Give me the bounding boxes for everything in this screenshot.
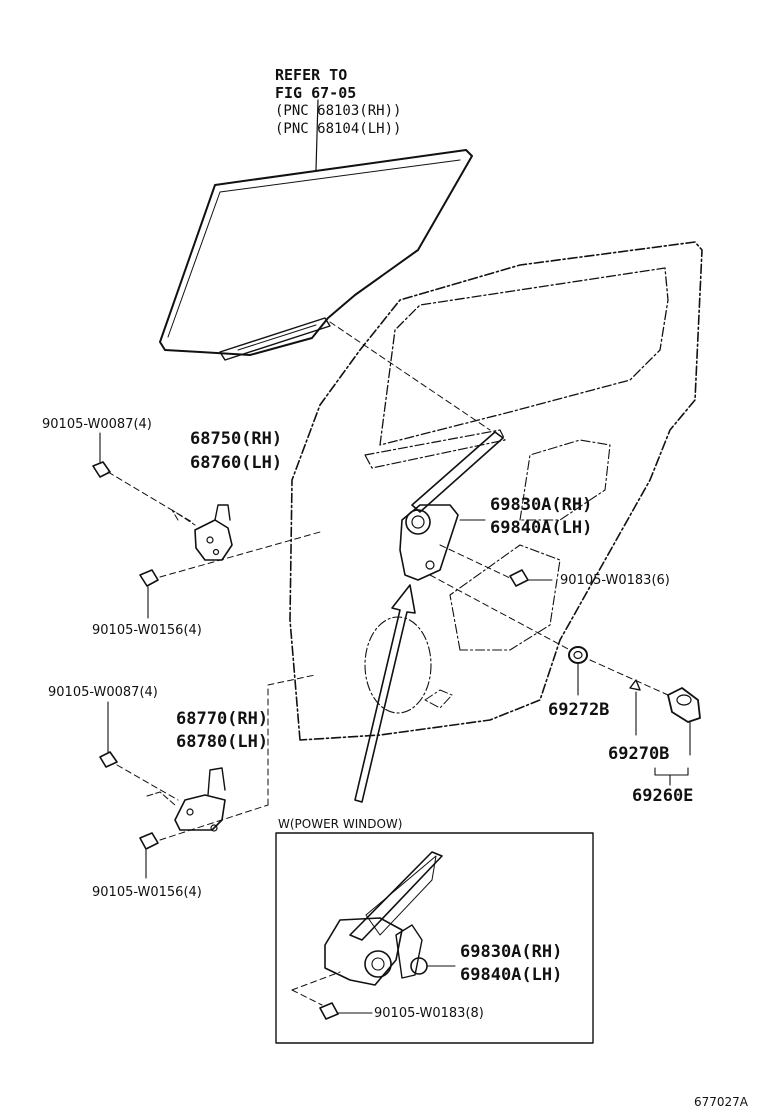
door-panel [289,241,703,741]
upper-hinge-lh-label: 68760(LH) [190,453,283,473]
upper-hinge-rh-label: 68750(RH) [190,429,283,449]
refer-line-3: (PNC 68103(RH)) [275,103,402,119]
door-glass [159,99,473,361]
leader-lines [329,321,669,696]
handle-parts [509,569,701,786]
power-window-lh-label: 69840A(LH) [460,965,563,985]
refer-line-1: REFER TO [275,66,348,84]
refer-line-2: FIG 67-05 [275,84,357,102]
power-window-title: W(POWER WINDOW) [278,817,403,831]
regulator-bolt-label: 90105-W0183(6) [560,573,670,588]
refer-line-4: (PNC 68104(LH)) [275,121,402,137]
window-regulator [354,431,504,803]
handle-cap-label: 69270B [608,744,670,764]
regulator-lh-label: 69840A(LH) [490,518,593,538]
lower-hinge-rh-label: 68770(RH) [176,709,269,729]
lower-hinge [146,767,226,832]
figure-code: 677027A [694,1095,749,1109]
upper-hinge-bottom-bolt-label: 90105-W0156(4) [92,623,202,638]
regulator-rh-label: 69830A(RH) [490,495,593,515]
upper-hinge [171,504,233,561]
lower-hinge-bottom-bolt-label: 90105-W0156(4) [92,885,202,900]
lower-bolts [99,674,316,879]
power-window-inset [275,832,594,1044]
power-window-bolt-label: 90105-W0183(8) [374,1006,484,1021]
power-window-rh-label: 69830A(RH) [460,942,563,962]
handle-assembly-label: 69260E [632,786,694,806]
lower-hinge-lh-label: 68780(LH) [176,732,269,752]
upper-hinge-top-bolt-label: 90105-W0087(4) [42,417,152,432]
lower-hinge-top-bolt-label: 90105-W0087(4) [48,685,158,700]
grommet-label: 69272B [548,700,610,720]
upper-bolts [92,432,321,619]
